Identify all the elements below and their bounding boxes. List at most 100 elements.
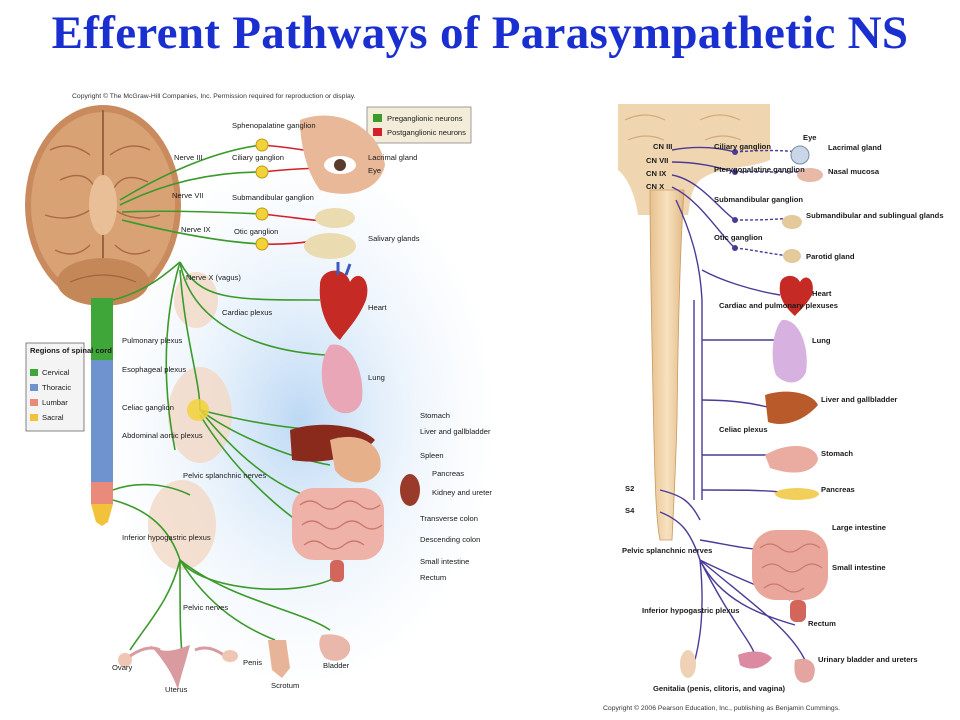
neuron-legend: Preganglionic neurons Postganglionic neu… [366, 106, 472, 144]
liver-label: Liver and gallbladder [420, 427, 491, 436]
cord-cervical [91, 298, 113, 360]
scrotum-label: Scrotum [271, 681, 299, 690]
submandibular-ganglion [255, 207, 269, 221]
lung-illustration [321, 344, 363, 414]
stomach-label: Stomach [420, 411, 450, 420]
right-figure: CN III CN VII CN IX CN X Ciliary ganglio… [603, 104, 944, 712]
eye-label: Eye [368, 166, 381, 175]
cord-lumbar [91, 482, 113, 504]
celiac-ganglion-label: Celiac ganglion [122, 403, 174, 412]
r-lung-illustration [772, 319, 807, 383]
lacrimal-label: Lacrimal gland [368, 153, 417, 162]
nerve3-label: Nerve III [174, 153, 203, 162]
preganglionic-swatch [373, 114, 382, 122]
lumbar-swatch [30, 399, 38, 406]
page-title: Efferent Pathways of Parasympathetic NS [51, 7, 909, 59]
sphenopalatine-label: Sphenopalatine ganglion [232, 121, 316, 130]
cervical-swatch [30, 369, 38, 376]
right-copyright: Copyright © 2006 Pearson Education, Inc.… [603, 704, 840, 712]
r-genitalia-label: Genitalia (penis, clitoris, and vagina) [653, 684, 786, 693]
r-pterygopalatine-label: Pterygopalatine ganglion [714, 165, 805, 174]
r-lung-label: Lung [812, 336, 831, 345]
r-urinary-label: Urinary bladder and ureters [818, 655, 918, 664]
r-parotid-label: Parotid gland [806, 252, 855, 261]
esophageal-plexus-label: Esophageal plexus [122, 365, 186, 374]
r-pancreas-illustration [775, 488, 819, 500]
cord-sacral [91, 504, 113, 526]
r-cn10-label: CN X [646, 182, 664, 191]
reproductive-illustration [118, 634, 351, 690]
r-cn7-label: CN VII [646, 156, 668, 165]
r-submandibular-ganglion [732, 217, 738, 223]
heart-label: Heart [368, 303, 387, 312]
r-penis-illustration [680, 650, 696, 678]
lung-label: Lung [368, 373, 385, 382]
brain-illustration [25, 105, 181, 306]
r-inferior-hypogastric-label: Inferior hypogastric plexus [642, 606, 739, 615]
r-cardiac-pulmonary-label: Cardiac and pulmonary plexuses [719, 301, 838, 310]
left-copyright: Copyright © The McGraw-Hill Companies, I… [72, 92, 356, 100]
cervical-label: Cervical [42, 368, 70, 377]
nerve7-label: Nerve VII [172, 191, 204, 200]
brainstem-cord-illustration [618, 104, 770, 541]
r-bladder-illustration [794, 658, 815, 683]
heart-illustration [319, 262, 368, 340]
r-stomach-label: Stomach [821, 449, 853, 458]
r-large-intestine-label: Large intestine [832, 523, 886, 532]
transverse-colon-label: Transverse colon [420, 514, 478, 523]
r-submandibular-glands-label: Submandibular and sublingual glands [806, 211, 944, 220]
cardiac-plexus-label: Cardiac plexus [222, 308, 272, 317]
spleen-label: Spleen [420, 451, 444, 460]
pulmonary-plexus-label: Pulmonary plexus [122, 336, 183, 345]
r-small-intestine-label: Small intestine [832, 563, 886, 572]
stomach-liver-illustration [290, 424, 381, 483]
ciliary-ganglion [255, 165, 269, 179]
r-pancreas-label: Pancreas [821, 485, 855, 494]
submandibular-ganglion-label: Submandibular ganglion [232, 193, 314, 202]
r-cn3-label: CN III [653, 142, 672, 151]
spinal-region-legend: Regions of spinal cord Cervical Thoracic… [25, 342, 112, 432]
intestine-illustration [292, 488, 384, 582]
salivary-gland-illustration [304, 208, 356, 259]
r-s2-label: S2 [625, 484, 634, 493]
nerve10-label: Nerve X (vagus) [186, 273, 241, 282]
r-pterygopalatine-ganglion [732, 169, 738, 175]
otic-label: Otic ganglion [234, 227, 278, 236]
r-pelvic-splanchnic-label: Pelvic splanchnic nerves [622, 546, 712, 555]
r-nasal-illustration [797, 168, 823, 182]
r-heart-label: Heart [812, 289, 832, 298]
region-legend-title: Regions of spinal cord [30, 346, 112, 355]
inferior-hypogastric-label: Inferior hypogastric plexus [122, 533, 211, 542]
r-liver-illustration [765, 391, 818, 425]
postganglionic-swatch [373, 128, 382, 136]
abdominal-aortic-label: Abdominal aortic plexus [122, 431, 203, 440]
uterus-label: Uterus [165, 685, 188, 694]
salivary-label: Salivary glands [368, 234, 420, 243]
preganglionic-nerves [112, 144, 341, 656]
r-eye-illustration [790, 145, 810, 165]
postganglionic-label: Postganglionic neurons [387, 128, 466, 137]
r-uterus-illustration [738, 651, 772, 669]
thoracic-label: Thoracic [42, 383, 71, 392]
pelvic-splanchnic-label: Pelvic splanchnic nerves [183, 471, 266, 480]
ovary-label: Ovary [112, 663, 132, 672]
ciliary-label: Ciliary ganglion [232, 153, 284, 162]
r-ciliary-label: Ciliary ganglion [714, 142, 771, 151]
kidney-illustration [400, 474, 420, 506]
r-parotid-illustration [783, 249, 801, 263]
nerve9-label: Nerve IX [181, 225, 211, 234]
r-rectum-label: Rectum [808, 619, 836, 628]
r-cn9-label: CN IX [646, 169, 666, 178]
r-nasal-label: Nasal mucosa [828, 167, 880, 176]
r-ciliary-ganglion [732, 149, 738, 155]
eye-illustration [300, 115, 385, 194]
kidney-label: Kidney and ureter [432, 488, 492, 497]
r-celiac-label: Celiac plexus [719, 425, 768, 434]
r-eye-label: Eye [803, 133, 817, 142]
left-figure: Copyright © The McGraw-Hill Companies, I… [25, 92, 492, 694]
otic-ganglion [255, 237, 269, 251]
pelvic-plexus-region [148, 480, 216, 570]
pancreas-label: Pancreas [432, 469, 464, 478]
sacral-label: Sacral [42, 413, 64, 422]
r-intestine-illustration [752, 530, 828, 600]
